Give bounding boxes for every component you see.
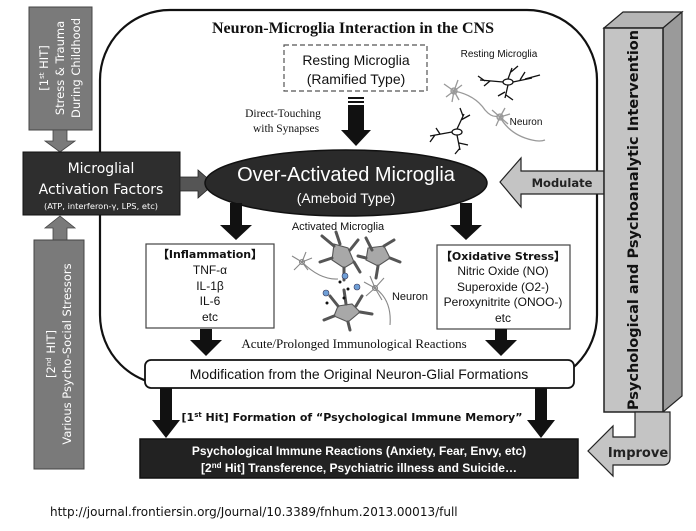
arrow-to-oxidative: [450, 203, 482, 240]
activation-factors-line3: (ATP, interferon-γ, LPS, etc): [44, 201, 158, 211]
activated-illustration-neuron-label: Neuron: [392, 291, 428, 303]
improve-arrow: Improve: [587, 411, 671, 478]
over-activated-line2: (Ameboid Type): [297, 190, 396, 206]
first-hit-box: [1st HIT] Stress & Trauma During Childho…: [28, 6, 93, 131]
resting-neuron-icon: [443, 79, 546, 142]
activated-neuron-icon: [291, 251, 391, 326]
arrow-oxidative-down: [485, 329, 517, 356]
intervention-label: Psychological and Psychoanalytic Interve…: [626, 30, 642, 410]
second-hit-stressors: Various Psycho-Social Stressors: [60, 263, 74, 444]
resting-illustration-neuron-label: Neuron: [510, 117, 543, 128]
oxidative-stress-box: 【Oxidative Stress】 Nitric Oxide (NO) Sup…: [436, 244, 571, 330]
resting-microglia-illustration: Resting Microglia Neuron: [429, 49, 546, 155]
psychological-reactions-box: Psychological Immune Reactions (Anxiety,…: [139, 438, 579, 479]
arrow-resting-to-activated: [341, 97, 371, 146]
over-activated-microglia: Over-Activated Microglia (Ameboid Type): [204, 149, 488, 217]
arrow-modification-left-down: [152, 388, 180, 438]
arrow-factors-to-microglia: [179, 169, 215, 199]
cytokine-dots: [322, 272, 361, 305]
inflammation-item: IL-6: [200, 294, 221, 308]
resting-microglia-icon: [429, 65, 541, 155]
resting-microglia-line1: Resting Microglia: [302, 52, 410, 68]
modification-label: Modification from the Original Neuron-Gl…: [190, 366, 528, 382]
over-activated-line1: Over-Activated Microglia: [237, 164, 456, 186]
acute-reactions-label: Acute/Prolonged Immunological Reactions: [241, 336, 466, 351]
second-hit-label: [2nd HIT]: [44, 330, 58, 378]
arrow-inflammation-down: [190, 329, 222, 356]
source-url[interactable]: http://journal.frontiersin.org/Journal/1…: [50, 505, 458, 519]
oxidative-item: etc: [495, 311, 511, 325]
diagram-title: Neuron-Microglia Interaction in the CNS: [212, 20, 494, 37]
final-box-line2: [2nd Hit] Transference, Psychiatric illn…: [201, 461, 517, 475]
inflammation-item: etc: [202, 310, 218, 324]
first-hit-memory-label: [1st Hit] Formation of “Psychological Im…: [182, 411, 523, 424]
arrow-second-hit-up: [43, 215, 77, 241]
direct-touching-line1: Direct-Touching: [245, 108, 321, 120]
first-hit-label: [1st HIT]: [37, 45, 51, 90]
oxidative-item: Superoxide (O2-): [457, 280, 549, 294]
arrow-first-hit-down: [43, 129, 77, 153]
oxidative-heading: 【Oxidative Stress】: [441, 250, 565, 263]
activation-factors-line2: Activation Factors: [39, 182, 164, 198]
intervention-column: Psychological and Psychoanalytic Interve…: [602, 10, 684, 414]
activation-factors-box: Microglial Activation Factors (ATP, inte…: [22, 151, 181, 216]
direct-touching-line2: with Synapses: [253, 123, 320, 135]
modification-box: Modification from the Original Neuron-Gl…: [144, 359, 575, 389]
inflammation-heading: 【Inflammation】: [158, 248, 262, 261]
first-hit-childhood: During Childhood: [69, 18, 83, 118]
resting-microglia-box: Resting Microglia (Ramified Type): [283, 44, 428, 92]
arrow-modification-right-down: [527, 388, 555, 438]
modulate-label: Modulate: [532, 176, 593, 190]
resting-illustration-microglia-label: Resting Microglia: [461, 49, 538, 60]
oxidative-item: Peroxynitrite (ONOO-): [444, 295, 563, 309]
oxidative-item: Nitric Oxide (NO): [457, 264, 548, 278]
first-hit-stress: Stress & Trauma: [53, 21, 67, 115]
second-hit-box: [2nd HIT] Various Psycho-Social Stressor…: [33, 239, 85, 470]
inflammation-item: IL-1β: [196, 279, 224, 293]
activated-illustration-microglia-label: Activated Microglia: [292, 221, 385, 233]
resting-microglia-line2: (Ramified Type): [307, 71, 406, 87]
inflammation-item: TNF-α: [193, 263, 227, 277]
arrow-to-inflammation: [220, 203, 252, 240]
activation-factors-line1: Microglial: [68, 161, 135, 177]
final-box-line1: Psychological Immune Reactions (Anxiety,…: [192, 444, 526, 458]
improve-label: Improve: [608, 446, 669, 461]
activated-microglia-illustration: Activated Microglia Neuron: [291, 221, 428, 332]
inflammation-box: 【Inflammation】 TNF-α IL-1β IL-6 etc: [145, 243, 275, 329]
